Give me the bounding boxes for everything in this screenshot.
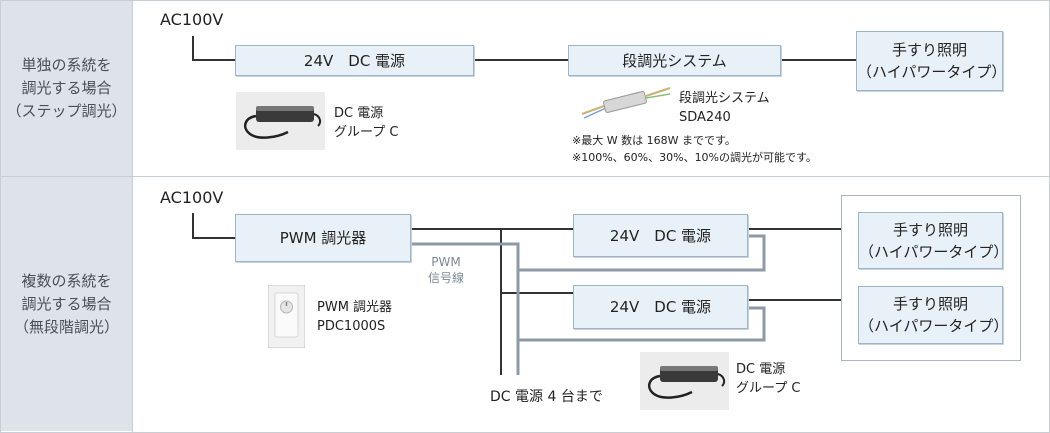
row2-product1-name: PWM 調光器 PDC1000S <box>317 300 393 334</box>
column-divider <box>132 0 133 432</box>
row1-product1-name: DC 電源 グループ C <box>334 106 399 140</box>
row1-dc-power-box: 24V DC 電源 <box>235 45 474 76</box>
power-supply-unit-photo <box>640 352 729 410</box>
row2-pwm-signal-lines <box>409 234 766 375</box>
row2-ac-label: AC100V <box>160 188 224 207</box>
row1-step-dimmer-box: 段調光システム <box>568 45 781 76</box>
row1-note-dimming-levels: ※100%、60%、30%、10%の調光が可能です。 <box>572 151 817 164</box>
row-divider <box>0 176 1049 177</box>
row-label-multiple: 複数の系統を 調光する場合 （無段階調光） <box>1 177 132 431</box>
row2-power-lines <box>192 213 858 375</box>
row2-dc-power-box-1: 24V DC 電源 <box>573 214 748 257</box>
row1-product2-name: 段調光システム SDA240 <box>679 91 770 125</box>
row1-ac-label: AC100V <box>160 10 224 29</box>
row1-handrail-light-box: 手すり照明 （ハイパワータイプ） <box>856 31 1006 91</box>
dimmer-module-photo <box>581 87 671 119</box>
row2-product2-name: DC 電源 グループ C <box>736 362 801 396</box>
power-supply-unit-photo <box>236 92 325 150</box>
row2-handrail-light-box-1: 手すり照明 （ハイパワータイプ） <box>858 212 1008 269</box>
row2-pwm-dimmer-box: PWM 調光器 <box>235 214 411 262</box>
wall-dimmer-photo <box>268 285 305 348</box>
row2-dc-power-box-2: 24V DC 電源 <box>573 285 748 329</box>
max-dc-units-label: DC 電源 4 台まで <box>490 389 603 405</box>
row1-note-max-wattage: ※最大 W 数は 168W までです。 <box>572 134 736 147</box>
row-label-single: 単独の系統を 調光する場合 （ステップ調光） <box>1 1 132 176</box>
pwm-signal-label: PWM 信号線 <box>427 255 464 285</box>
row2-handrail-light-box-2: 手すり照明 （ハイパワータイプ） <box>858 286 1008 344</box>
row1-power-lines <box>192 36 856 61</box>
